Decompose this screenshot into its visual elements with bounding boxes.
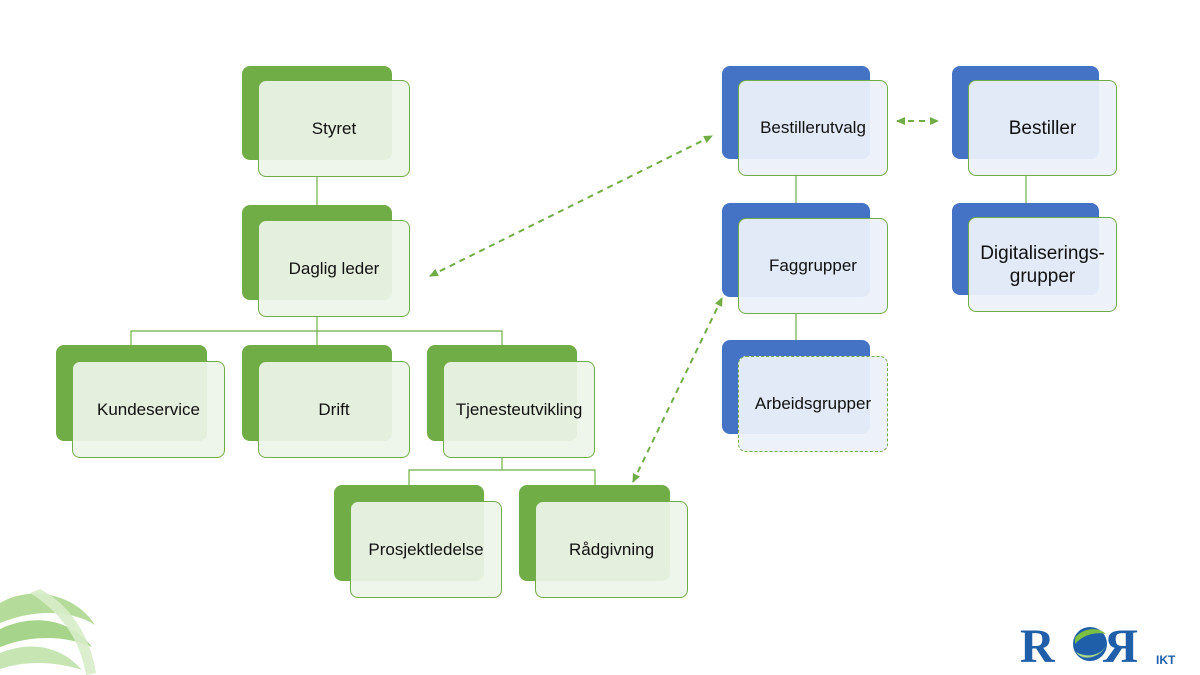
node-label: Daglig leder — [288, 258, 380, 278]
node-drift: Drift — [242, 345, 410, 458]
node-bestiller: Bestiller — [952, 66, 1117, 176]
node-radgivning: Rådgivning — [519, 485, 688, 598]
node-styret: Styret — [242, 66, 410, 177]
node-label: Prosjektledelse — [368, 539, 484, 559]
node-kundeservice: Kundeservice — [56, 345, 225, 458]
node-daglig-leder: Daglig leder — [242, 205, 410, 317]
node-tjenesteutvikling: Tjenesteutvikling — [427, 345, 595, 458]
node-label: Faggrupper — [769, 256, 857, 275]
node-label: Bestiller — [1008, 117, 1077, 139]
node-label: Arbeidsgrupper — [754, 394, 872, 413]
ror-ikt-logo: R R IKT — [1020, 618, 1180, 673]
line-tjeneste-branch — [408, 469, 596, 485]
node-faggrupper: Faggrupper — [722, 203, 888, 314]
dashed-arrow-faggrupper-radgivning — [632, 297, 723, 483]
node-label: Bestillerutvalg — [760, 118, 866, 137]
svg-text:R: R — [1020, 620, 1056, 668]
node-label-line2: grupper — [1009, 265, 1076, 287]
node-label-line1: Digitaliserings- — [980, 242, 1105, 264]
node-label: Styret — [311, 118, 357, 138]
node-label: Kundeservice — [96, 399, 200, 419]
svg-text:R: R — [1102, 620, 1138, 668]
decorative-swirl — [0, 589, 96, 675]
logo-suffix: IKT — [1156, 653, 1176, 667]
node-label: Drift — [318, 399, 350, 419]
node-label: Tjenesteutvikling — [455, 399, 583, 419]
logo-graphic: R R IKT — [1020, 620, 1176, 673]
node-prosjektledelse: Prosjektledelse — [334, 485, 502, 598]
dashed-arrow-daglig-bestillerutvalg — [429, 135, 713, 277]
node-digitaliseringsgrupper: Digitaliserings- grupper — [952, 203, 1117, 312]
node-label: Rådgivning — [568, 539, 655, 559]
node-arbeidsgrupper: Arbeidsgrupper — [722, 340, 888, 452]
node-bestillerutvalg: Bestillerutvalg — [722, 66, 888, 176]
